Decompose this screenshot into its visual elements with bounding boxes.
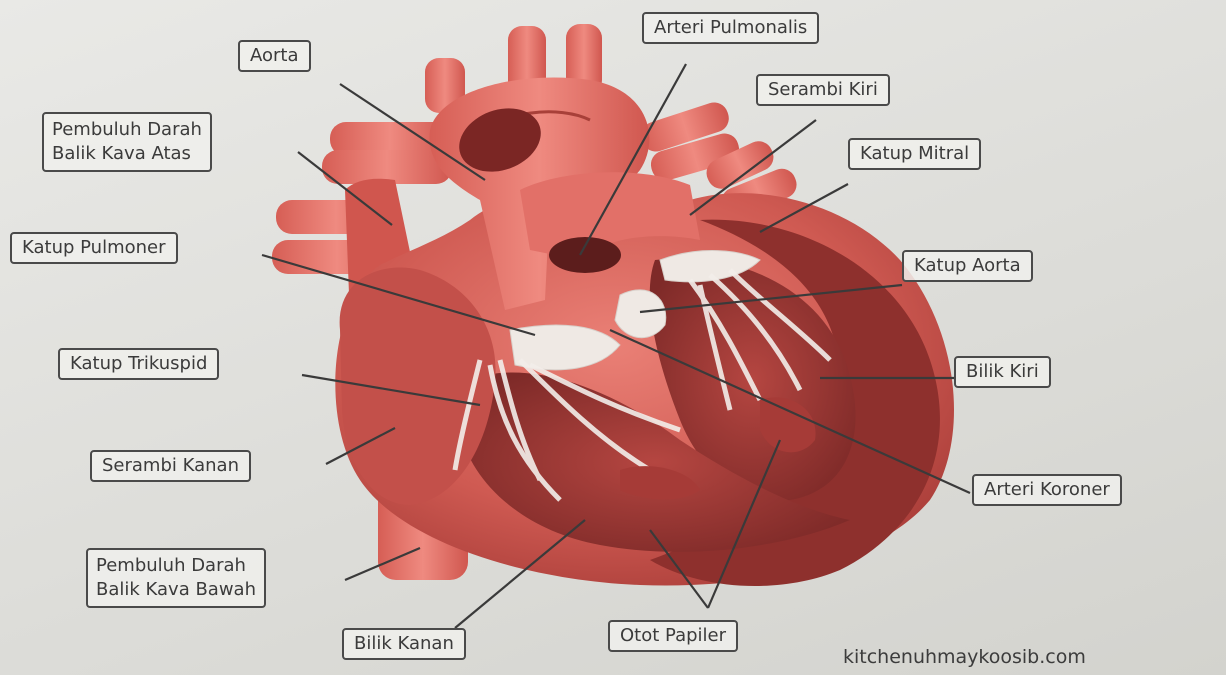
label-aorta-text: Aorta: [250, 45, 299, 66]
label-pembuluh-kava-atas-line2: Balik Kava Atas: [52, 142, 202, 166]
label-otot-papiler: Otot Papiler: [608, 620, 738, 652]
label-serambi-kanan-text: Serambi Kanan: [102, 455, 239, 476]
label-pembuluh-kava-bawah-line2: Balik Kava Bawah: [96, 578, 256, 602]
label-katup-aorta: Katup Aorta: [902, 250, 1033, 282]
label-bilik-kanan: Bilik Kanan: [342, 628, 466, 660]
label-katup-trikuspid: Katup Trikuspid: [58, 348, 219, 380]
label-serambi-kiri-text: Serambi Kiri: [768, 79, 878, 100]
label-arteri-pulmonalis: Arteri Pulmonalis: [642, 12, 819, 44]
label-arteri-koroner-text: Arteri Koroner: [984, 479, 1110, 500]
label-serambi-kanan: Serambi Kanan: [90, 450, 251, 482]
pulmonary-opening: [549, 237, 621, 273]
label-pembuluh-kava-bawah: Pembuluh Darah Balik Kava Bawah: [86, 548, 266, 608]
label-katup-pulmoner-text: Katup Pulmoner: [22, 237, 166, 258]
label-bilik-kiri: Bilik Kiri: [954, 356, 1051, 388]
label-aorta: Aorta: [238, 40, 311, 72]
label-bilik-kiri-text: Bilik Kiri: [966, 361, 1039, 382]
label-pembuluh-kava-bawah-line1: Pembuluh Darah: [96, 554, 256, 578]
label-katup-aorta-text: Katup Aorta: [914, 255, 1021, 276]
label-katup-mitral: Katup Mitral: [848, 138, 981, 170]
label-serambi-kiri: Serambi Kiri: [756, 74, 890, 106]
label-arteri-pulmonalis-text: Arteri Pulmonalis: [654, 17, 807, 38]
label-otot-papiler-text: Otot Papiler: [620, 625, 726, 646]
label-pembuluh-kava-atas: Pembuluh Darah Balik Kava Atas: [42, 112, 212, 172]
label-pembuluh-kava-atas-line1: Pembuluh Darah: [52, 118, 202, 142]
label-bilik-kanan-text: Bilik Kanan: [354, 633, 454, 654]
label-katup-pulmoner: Katup Pulmoner: [10, 232, 178, 264]
label-katup-trikuspid-text: Katup Trikuspid: [70, 353, 207, 374]
watermark-text: kitchenuhmaykoosib.com: [843, 646, 1086, 668]
label-katup-mitral-text: Katup Mitral: [860, 143, 969, 164]
label-arteri-koroner: Arteri Koroner: [972, 474, 1122, 506]
